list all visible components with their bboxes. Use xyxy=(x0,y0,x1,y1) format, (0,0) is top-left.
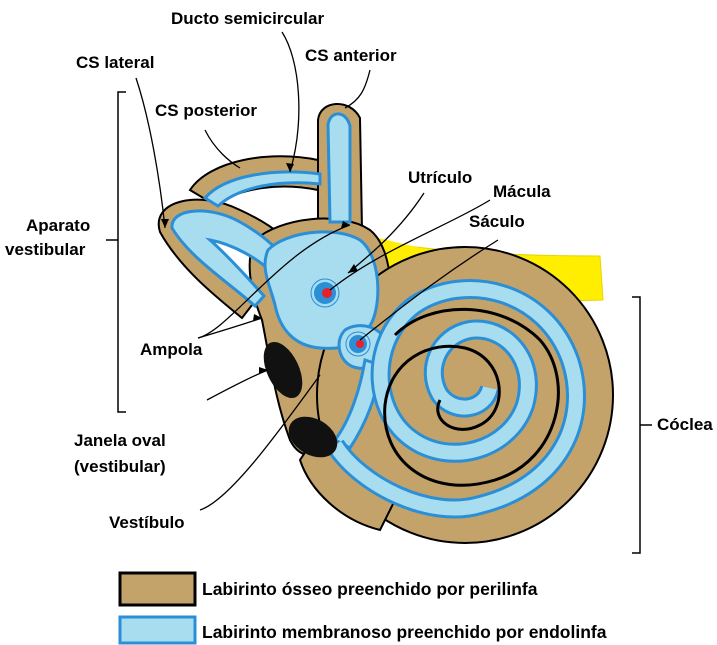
aparato-bracket xyxy=(106,92,126,412)
utricle-macula xyxy=(311,279,339,307)
legend-swatch-bony xyxy=(120,573,195,605)
utriculo-label: Utrículo xyxy=(408,168,472,187)
aparato-label-line1: Aparato xyxy=(26,216,90,235)
aparato-label-line2: vestibular xyxy=(5,240,86,259)
legend-swatch-membranous xyxy=(120,617,195,643)
legend: Labirinto ósseo preenchido por perilinfa… xyxy=(120,573,607,643)
legend-text-membranous: Labirinto membranoso preenchido por endo… xyxy=(202,622,607,642)
saculo-label: Sáculo xyxy=(469,212,525,231)
janela-label-line2: (vestibular) xyxy=(74,457,166,476)
coclea-bracket xyxy=(632,297,652,553)
legend-text-bony: Labirinto ósseo preenchido por perilinfa xyxy=(202,579,538,599)
cs-lateral-label: CS lateral xyxy=(76,53,154,72)
macula-label: Mácula xyxy=(493,182,551,201)
janela-label-line1: Janela oval xyxy=(74,431,166,450)
cs-anterior-label: CS anterior xyxy=(305,46,397,65)
coclea-label: Cóclea xyxy=(657,415,713,434)
cs-posterior-label: CS posterior xyxy=(155,101,257,120)
vestibulo-label: Vestíbulo xyxy=(109,513,185,532)
ducto-semicircular-label: Ducto semicircular xyxy=(171,9,324,28)
ampola-label: Ampola xyxy=(140,340,203,359)
